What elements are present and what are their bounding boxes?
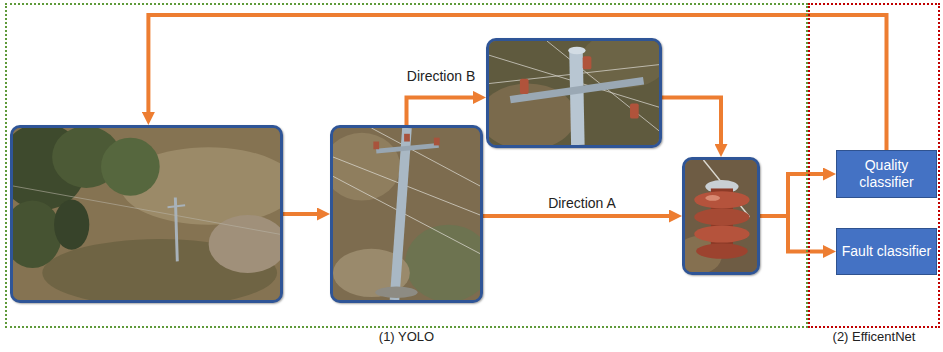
flow-arrow	[407, 97, 474, 125]
flow-arrow	[483, 214, 669, 218]
insulator	[373, 142, 379, 150]
crossarm	[376, 145, 438, 151]
insulator-shed	[696, 244, 748, 259]
insulator-shed	[694, 208, 749, 225]
insulator	[434, 138, 440, 146]
image-frame	[10, 125, 283, 303]
model-region: (2) EfficentNetQuality classifierFault c…	[808, 3, 940, 328]
classifier-label: Fault classifier	[842, 243, 931, 261]
pole	[394, 128, 406, 300]
classifier-box: Quality classifier	[836, 150, 937, 198]
flow-arrow	[760, 174, 823, 216]
tree	[54, 200, 89, 250]
pole-cap	[568, 47, 585, 55]
flow-arrow	[662, 97, 721, 144]
pole	[576, 49, 578, 145]
insulator	[404, 134, 410, 142]
insulator	[520, 79, 529, 94]
highlight	[705, 195, 720, 201]
pole-base	[375, 286, 417, 298]
model-region: (1) YOLO	[5, 3, 808, 328]
insulator	[583, 56, 592, 69]
ground-patch	[333, 133, 400, 201]
ground-patch	[209, 215, 280, 273]
image-frame	[486, 38, 662, 148]
crossarm	[168, 205, 186, 207]
region-label: (2) EfficentNet	[810, 329, 938, 344]
crossarm-photo	[489, 41, 659, 145]
insulator-shed	[694, 191, 749, 208]
aerial-photo	[13, 128, 280, 300]
classifier-label: Quality classifier	[841, 157, 932, 192]
crossarm	[510, 81, 643, 100]
insulator-photo	[685, 160, 757, 272]
edge-label: Direction A	[548, 195, 616, 211]
flow-arrow	[283, 212, 317, 216]
image-frame	[330, 125, 483, 303]
insulator-shed	[694, 225, 749, 242]
tree	[101, 138, 160, 196]
insulator	[630, 103, 639, 118]
flow-arrow	[760, 216, 823, 252]
image-frame	[682, 157, 760, 275]
pole-photo	[333, 128, 480, 300]
ground-patch	[405, 225, 480, 300]
region-label: (1) YOLO	[7, 329, 806, 344]
tree	[13, 200, 62, 268]
classifier-box: Fault classifier	[836, 228, 937, 275]
wire	[13, 186, 280, 234]
wire	[371, 128, 480, 186]
edge-label: Direction B	[407, 68, 475, 84]
